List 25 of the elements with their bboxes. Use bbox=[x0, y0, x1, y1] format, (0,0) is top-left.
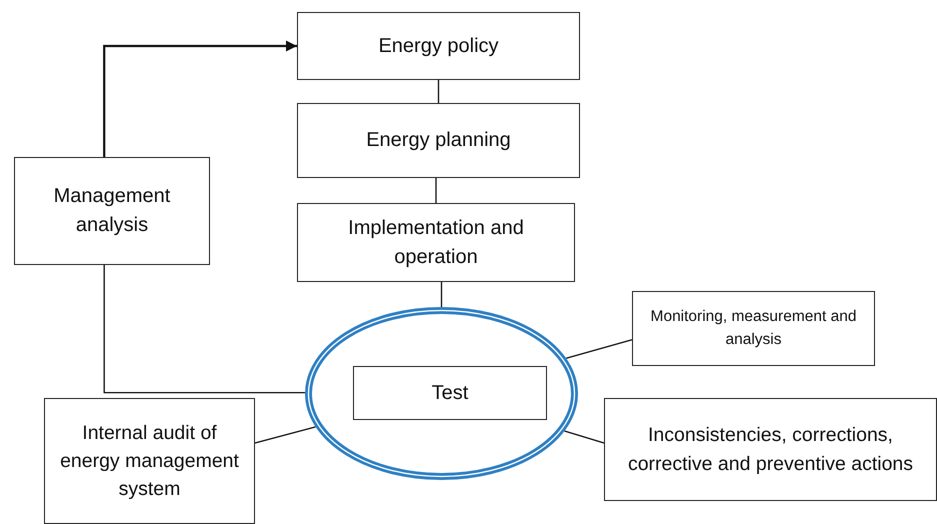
process-box bbox=[632, 291, 875, 366]
box-label: Inconsistencies, corrections, corrective and preventive actions bbox=[626, 423, 914, 476]
process-box bbox=[297, 203, 575, 282]
connector-line bbox=[564, 430, 604, 444]
ellipse-shape bbox=[305, 307, 578, 480]
box-label: Energy policy bbox=[378, 34, 499, 58]
box-label: Implementation and operation bbox=[347, 216, 525, 270]
arrow bbox=[103, 40, 297, 157]
box-label: Internal audit of energy management system bbox=[59, 420, 240, 502]
connector-line bbox=[254, 426, 316, 444]
process-box bbox=[297, 12, 580, 80]
connector-line bbox=[104, 265, 305, 394]
box-label: Monitoring, measurement and analysis bbox=[650, 307, 858, 350]
connector-line bbox=[435, 178, 437, 203]
connector-line bbox=[438, 80, 440, 103]
box-label: Test bbox=[432, 380, 468, 406]
process-box bbox=[297, 103, 580, 178]
connector-line bbox=[440, 282, 442, 307]
process-box bbox=[604, 398, 937, 501]
process-box bbox=[14, 157, 210, 265]
process-box bbox=[353, 366, 547, 420]
box-label: Management analysis bbox=[52, 184, 172, 238]
connector-line bbox=[566, 339, 632, 359]
box-label: Energy planning bbox=[366, 128, 511, 153]
process-box bbox=[44, 398, 255, 524]
